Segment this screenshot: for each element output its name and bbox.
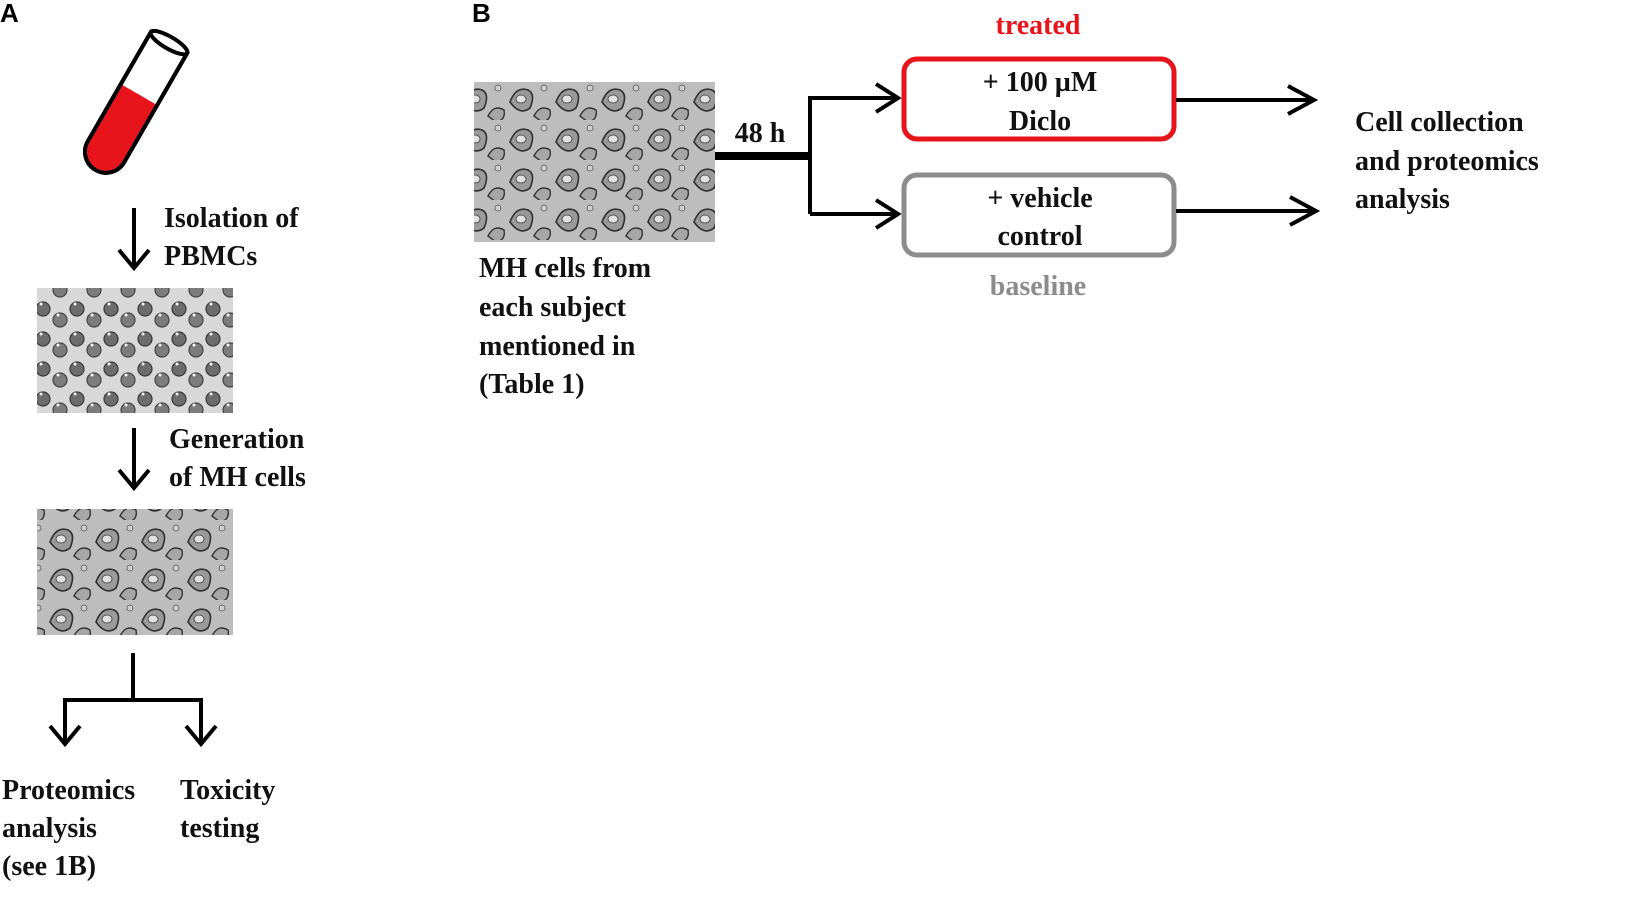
- treated-box-line1: + 100 µM: [983, 67, 1098, 98]
- cells-caption-line3: mentioned in: [479, 331, 636, 362]
- cells-caption-line1: MH cells from: [479, 253, 651, 284]
- baseline-box: [901, 172, 1177, 258]
- treated-tag: treated: [996, 10, 1081, 41]
- proteomics-label-line1: Proteomics: [2, 775, 135, 806]
- result-label-line3: analysis: [1355, 184, 1450, 215]
- pbmc-micrograph: [37, 288, 233, 413]
- generation-label-line1: Generation: [169, 424, 305, 455]
- panel-b-label: B: [472, 0, 491, 28]
- time-label: 48 h: [735, 118, 786, 149]
- result-label-line1: Cell collection: [1355, 107, 1524, 138]
- mh-cells-micrograph-a: [37, 509, 233, 635]
- generation-label-line2: of MH cells: [169, 462, 306, 493]
- cells-caption-line2: each subject: [479, 292, 627, 323]
- arrow-down-generation: [117, 428, 151, 492]
- treated-box-line2: Diclo: [1009, 106, 1071, 137]
- baseline-box-line2: control: [997, 221, 1082, 252]
- cells-caption-line4: (Table 1): [479, 369, 585, 400]
- baseline-box-line1: + vehicle: [987, 183, 1092, 214]
- output-arrows: [1176, 84, 1321, 227]
- baseline-tag: baseline: [990, 271, 1086, 302]
- proteomics-label-line3: (see 1B): [2, 851, 96, 882]
- toxicity-label-line2: testing: [180, 813, 259, 844]
- panel-a-label: A: [0, 0, 19, 28]
- isolation-label-line1: Isolation of: [164, 203, 299, 234]
- blood-tube-icon: [83, 28, 190, 175]
- proteomics-label-line2: analysis: [2, 813, 97, 844]
- split-arrows: [48, 653, 218, 748]
- mh-cells-micrograph-b: [474, 82, 715, 242]
- treated-box: [901, 56, 1177, 142]
- arrow-down-isolation: [117, 208, 151, 272]
- result-label-line2: and proteomics: [1355, 146, 1539, 177]
- branch-arrows: [808, 82, 902, 230]
- toxicity-label-line1: Toxicity: [180, 775, 275, 806]
- isolation-label-line2: PBMCs: [164, 241, 257, 272]
